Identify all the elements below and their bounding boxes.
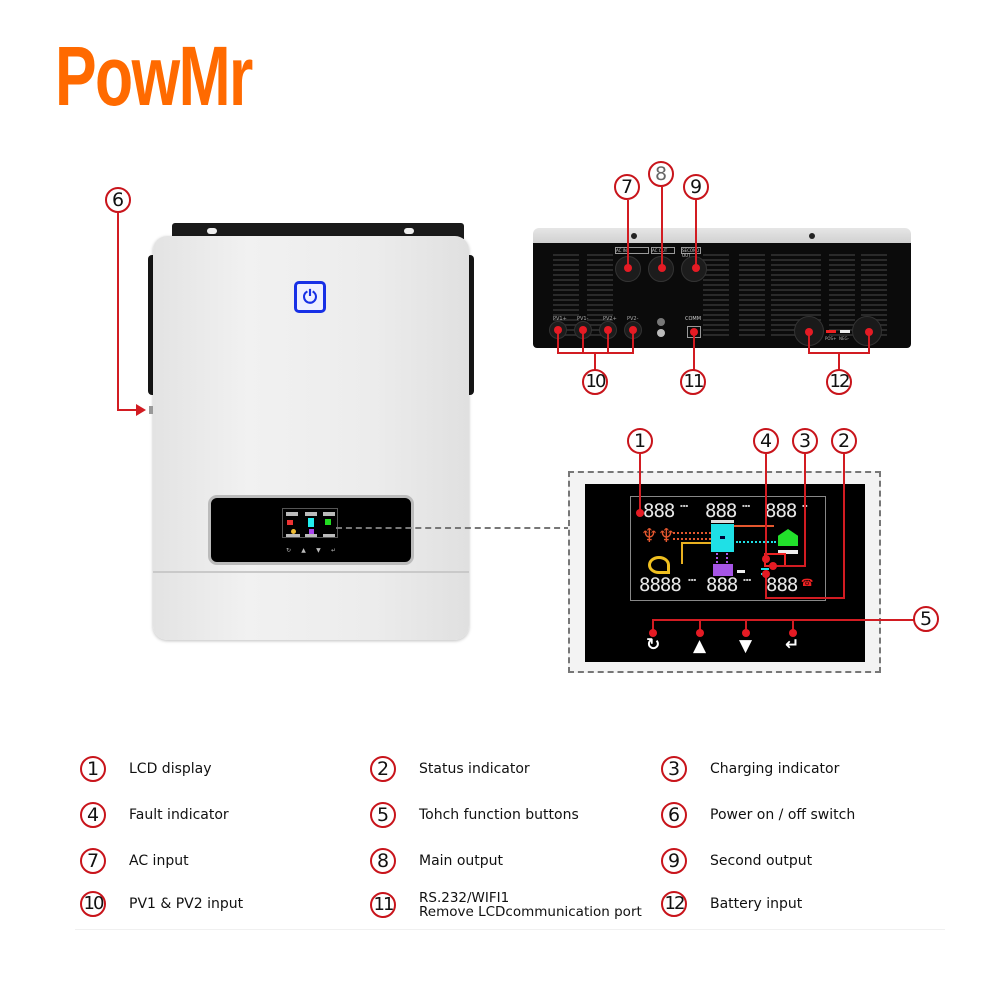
callout-7-leader (627, 200, 629, 268)
load-flow-line (736, 541, 776, 543)
power-icon[interactable]: ⏻ (294, 281, 326, 313)
legend-item-comm-port: 11 RS.232/WIFI1 Remove LCDcommunication … (370, 891, 642, 919)
callout-2: 2 (831, 428, 857, 454)
callout-9-leader (695, 200, 697, 268)
pv1-pos-label: PV1+ (553, 316, 567, 322)
lcd-value-battery: 888 (706, 574, 738, 596)
callout-11-leader (693, 332, 695, 370)
callout-1: 1 (627, 428, 653, 454)
front-display-panel (208, 495, 414, 565)
bracket-hole (207, 228, 217, 234)
callout-2-leader (843, 454, 845, 598)
pv-flow-line (681, 542, 711, 544)
escape-button[interactable]: ↻ (286, 547, 292, 554)
callout-7: 7 (614, 174, 640, 200)
pv2-pos-label: PV2+ (603, 316, 617, 322)
callout-6-leader (117, 409, 137, 411)
legend-item-ac-input: 7 AC input (80, 848, 189, 874)
mini-lcd-screen (282, 508, 338, 538)
legend-item-power-switch: 6 Power on / off switch (661, 802, 855, 828)
escape-touch-button[interactable]: ↻ (646, 635, 661, 655)
lightning-bolt-icon: ϟ (107, 64, 122, 105)
callout-5-leader (652, 619, 914, 621)
front-cover-divider (153, 571, 469, 573)
ac-input-label: AC IN (615, 247, 649, 254)
battery-neg-tag (840, 330, 850, 333)
up-button[interactable]: ▲ (301, 547, 306, 554)
lcd-value-output: 888 (705, 500, 737, 522)
callout-9: 9 (683, 174, 709, 200)
front-touch-buttons: ↻ ▲ ▼ ↵ (286, 547, 336, 555)
callout-1-leader (639, 454, 641, 512)
callout-11: 11 (680, 369, 706, 395)
legend-item-touch-buttons: 5 Tohch function buttons (370, 802, 579, 828)
logo-text-p: P (55, 29, 97, 123)
callout-12: 12 (826, 369, 852, 395)
second-output-label: SECOND OUT (681, 247, 701, 258)
callout-8: 8 (648, 161, 674, 187)
lcd-value-load: 888 (765, 500, 797, 522)
pv2-neg-label: PV2- (627, 316, 639, 322)
breaker-button[interactable] (657, 329, 665, 337)
callout-3-leader (804, 454, 806, 566)
main-output-label: AC OUT (651, 247, 675, 254)
callout-5: 5 (913, 606, 939, 632)
callout-6-leader (117, 213, 119, 410)
grid-tower-icon: ♆♆ (641, 525, 676, 547)
arrow-right-icon (136, 404, 146, 416)
bottom-divider (75, 929, 945, 930)
battery-icon (713, 564, 733, 576)
battery-pos-label: POS+ (825, 336, 837, 341)
callout-3: 3 (792, 428, 818, 454)
legend-item-main-output: 8 Main output (370, 848, 503, 874)
legend-item-charging-indicator: 3 Charging indicator (661, 756, 839, 782)
lcd-screen (630, 496, 826, 601)
comm-label: COMM (685, 316, 702, 322)
home-load-icon (778, 529, 798, 546)
legend-item-second-output: 9 Second output (661, 848, 812, 874)
lcd-value-input: 888 (643, 500, 675, 522)
solar-panel-icon (648, 556, 670, 574)
legend-item-lcd-display: 1 LCD display (80, 756, 212, 782)
enter-button[interactable]: ↵ (330, 547, 336, 554)
battery-neg-label: NEG- (839, 336, 850, 341)
battery-neg-terminal[interactable] (852, 316, 882, 346)
logo-text-rest: wMr (131, 29, 254, 123)
legend-item-fault-indicator: 4 Fault indicator (80, 802, 229, 828)
zoom-link-line (336, 527, 570, 529)
callout-4: 4 (753, 428, 779, 454)
callout-10: 10 (582, 369, 608, 395)
callout-6: 6 (105, 187, 131, 213)
callout-8-leader (661, 187, 663, 268)
power-switch[interactable] (149, 406, 153, 414)
enter-touch-button[interactable]: ↵ (785, 635, 800, 655)
back-top-cover (533, 228, 911, 244)
bracket-hole (404, 228, 414, 234)
lcd-value-status: 888 (766, 574, 798, 596)
down-touch-button[interactable]: ▼ (739, 636, 753, 656)
mounting-bracket (172, 223, 464, 239)
down-button[interactable]: ▼ (316, 547, 321, 554)
up-touch-button[interactable]: ▲ (693, 636, 707, 656)
callout-4-leader (765, 454, 767, 557)
legend-item-pv-input: 10 PV1 & PV2 input (80, 891, 243, 917)
pv1-neg-label: PV1- (577, 316, 589, 322)
warning-icon: ☎ (801, 578, 814, 589)
legend-item-battery-input: 12 Battery input (661, 891, 802, 917)
battery-pos-tag (826, 330, 836, 333)
breaker-button[interactable] (657, 318, 665, 326)
lcd-value-pv: 8888 (639, 574, 682, 596)
grid-flow-line (673, 532, 711, 534)
side-handle-right (464, 255, 474, 395)
legend-item-status-indicator: 2 Status indicator (370, 756, 530, 782)
